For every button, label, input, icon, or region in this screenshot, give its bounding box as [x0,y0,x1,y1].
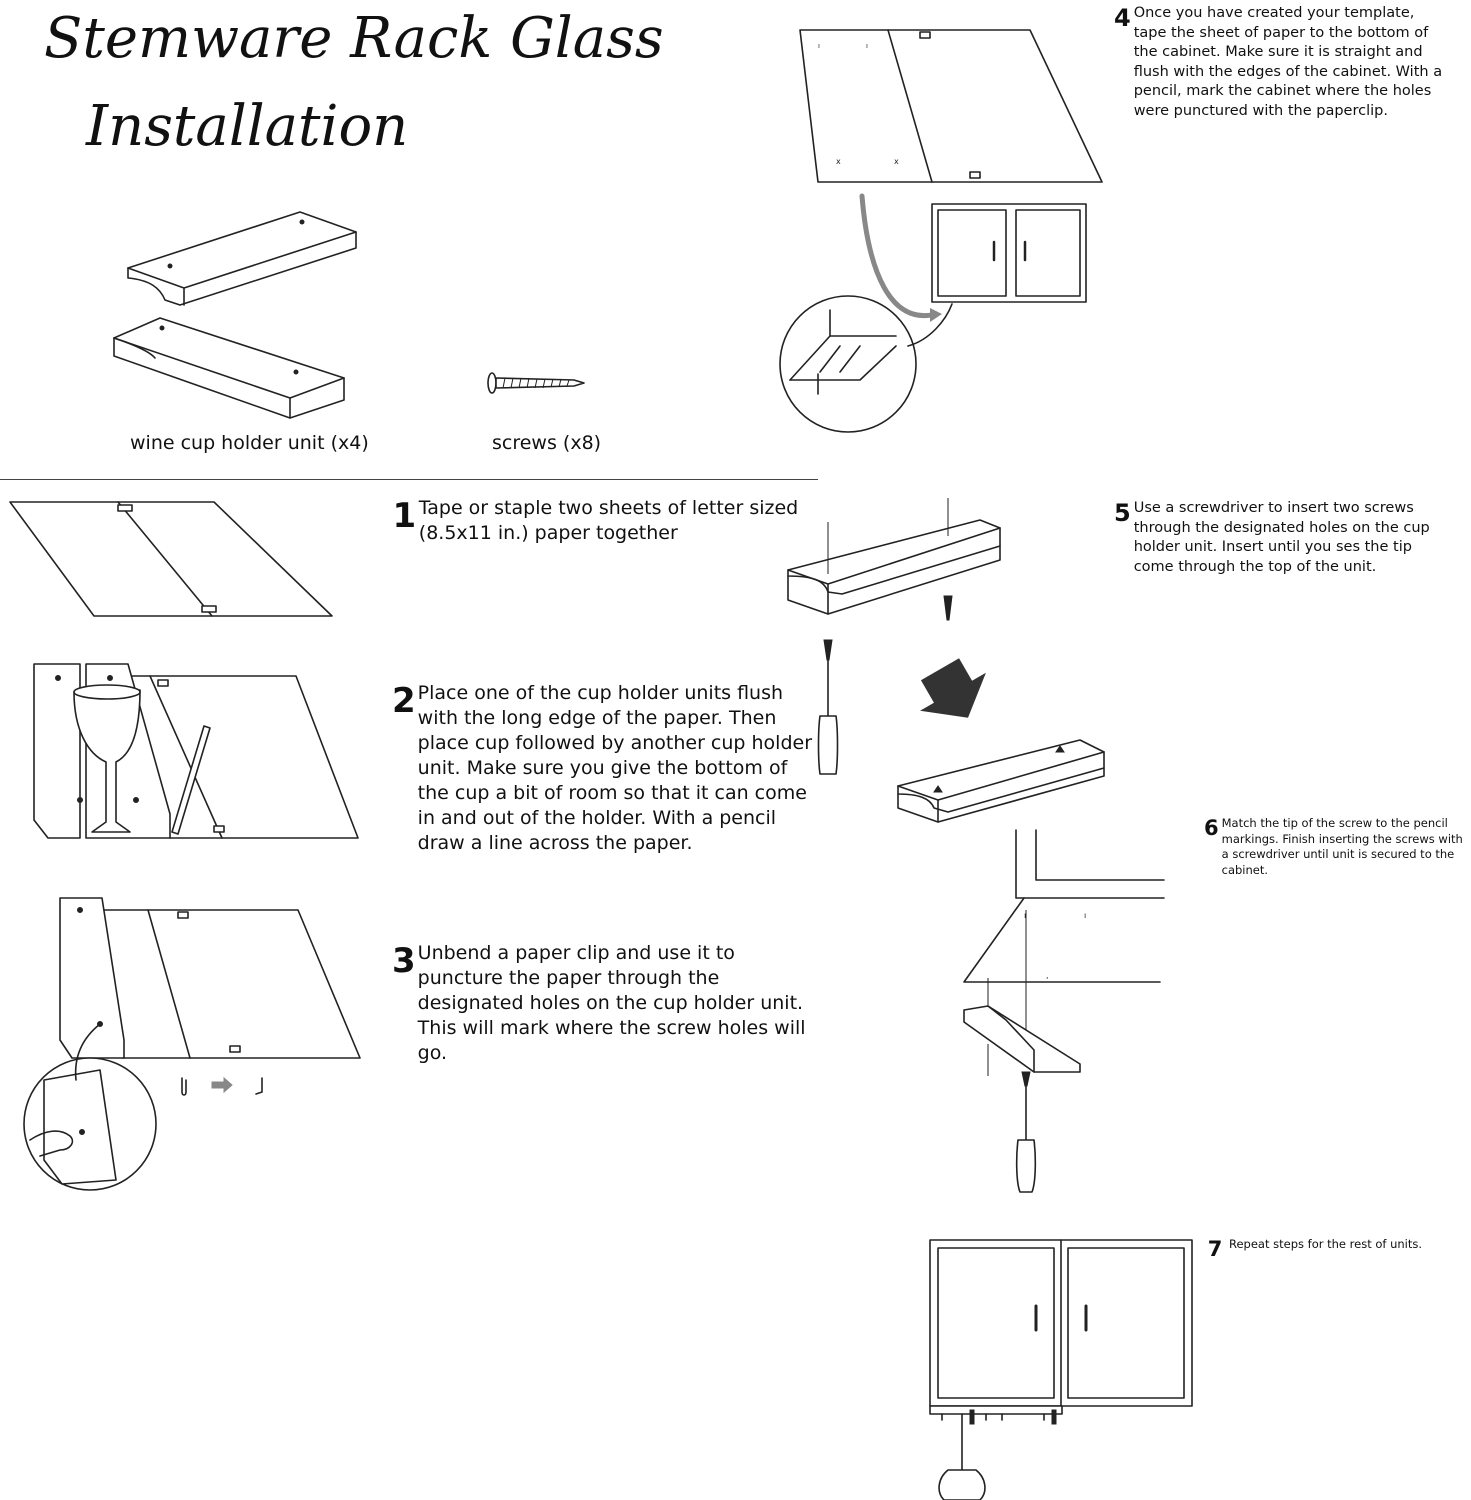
step-4: 4 Once you have created your template, t… [1114,4,1444,121]
svg-text:ı: ı [818,42,820,50]
step1-illustration [9,501,333,617]
svg-text:x: x [894,157,899,166]
step-number: 4 [1114,4,1131,32]
holder-unit-illustration-2 [113,317,345,419]
step-text: Unbend a paper clip and use it to punctu… [417,942,806,1064]
step-5: 5 Use a screwdriver to insert two screws… [1114,499,1444,577]
step2-illustration [33,663,359,839]
svg-text:x: x [836,157,841,166]
title-line-2: Installation [86,94,409,159]
step7-illustration [929,1239,1193,1500]
step-number: 2 [392,681,416,721]
step-2: 2 Place one of the cup holder units flus… [392,681,818,856]
svg-text:,: , [1046,971,1049,980]
svg-text:ı: ı [1084,911,1086,920]
step4-illustration: ı ı x x [779,29,1103,433]
step-text: Use a screwdriver to insert two screws t… [1133,500,1430,575]
step-number: 3 [392,941,416,981]
step3-illustration [23,897,361,1191]
screws-caption: screws (x8) [492,432,602,454]
page-title: Stemware Rack Glass Installation [44,2,664,164]
step-7: 7 Repeat steps for the rest of units. [1204,1237,1470,1261]
holder-unit-illustration-1 [127,211,357,306]
section-divider [0,479,818,480]
step-3: 3 Unbend a paper clip and use it to punc… [392,941,820,1066]
svg-text:ı: ı [866,42,868,50]
step-number: 6 [1204,816,1219,840]
step-number: 5 [1114,499,1131,527]
step6-illustration: ı ı , [897,739,1165,1193]
step-1: 1 Tape or staple two sheets of letter si… [392,496,818,546]
step-number: 1 [392,496,417,536]
screw-illustration [487,372,585,394]
step-6: 6 Match the tip of the screw to the penc… [1204,816,1470,878]
step-text: Tape or staple two sheets of letter size… [418,497,799,544]
step-text: Repeat steps for the rest of units. [1229,1237,1423,1251]
step-text: Match the tip of the screw to the pencil… [1221,816,1463,877]
title-line-1: Stemware Rack Glass [44,6,664,71]
holder-unit-caption: wine cup holder unit (x4) [130,432,369,454]
svg-text:ı: ı [1024,911,1026,920]
step-number: 7 [1207,1237,1223,1261]
step5-illustration [787,498,1001,775]
step-text: Once you have created your template, tap… [1133,5,1443,119]
step-text: Place one of the cup holder units flush … [417,682,813,854]
